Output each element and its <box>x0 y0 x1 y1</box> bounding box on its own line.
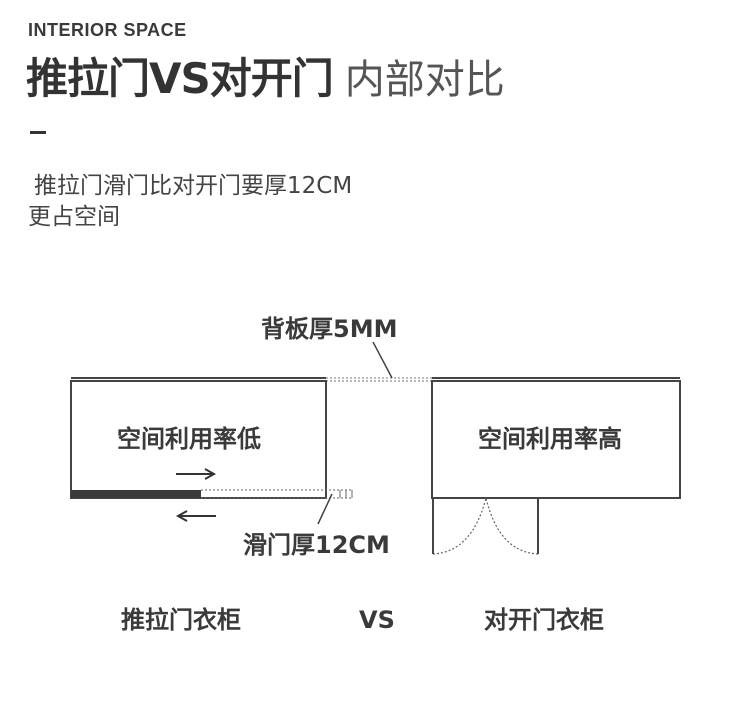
swing-arc-right <box>485 497 539 555</box>
left-cabinet-label: 空间利用率低 <box>117 425 261 453</box>
description: 推拉门滑门比对开门要厚12CM 更占空间 <box>28 171 488 233</box>
left-caption: 推拉门衣柜 <box>121 606 241 634</box>
description-line-2: 更占空间 <box>28 204 120 230</box>
title-strong: 推拉门VS对开门 <box>26 54 334 103</box>
title-light: 内部对比 <box>344 57 505 103</box>
right-cabinet <box>431 380 681 499</box>
description-line-1: 推拉门滑门比对开门要厚12CM <box>34 173 353 199</box>
page-title: 推拉门VS对开门内部对比 <box>26 57 505 103</box>
arrow-right-icon <box>204 468 217 480</box>
back-panel-label: 背板厚5MM <box>261 315 398 343</box>
eyebrow-label: INTERIOR SPACE <box>28 20 187 40</box>
right-caption: 对开门衣柜 <box>484 606 604 634</box>
sliding-door-solid <box>71 490 201 498</box>
vs-label: VS <box>359 606 395 634</box>
arrow-left-icon <box>175 510 188 522</box>
slide-door-pointer <box>317 493 333 525</box>
right-cabinet-label: 空间利用率高 <box>478 425 622 453</box>
swing-arc-left <box>432 497 487 555</box>
slide-door-label: 滑门厚12CM <box>243 531 390 559</box>
title-divider <box>30 131 46 134</box>
back-panel-pointer <box>372 341 393 379</box>
